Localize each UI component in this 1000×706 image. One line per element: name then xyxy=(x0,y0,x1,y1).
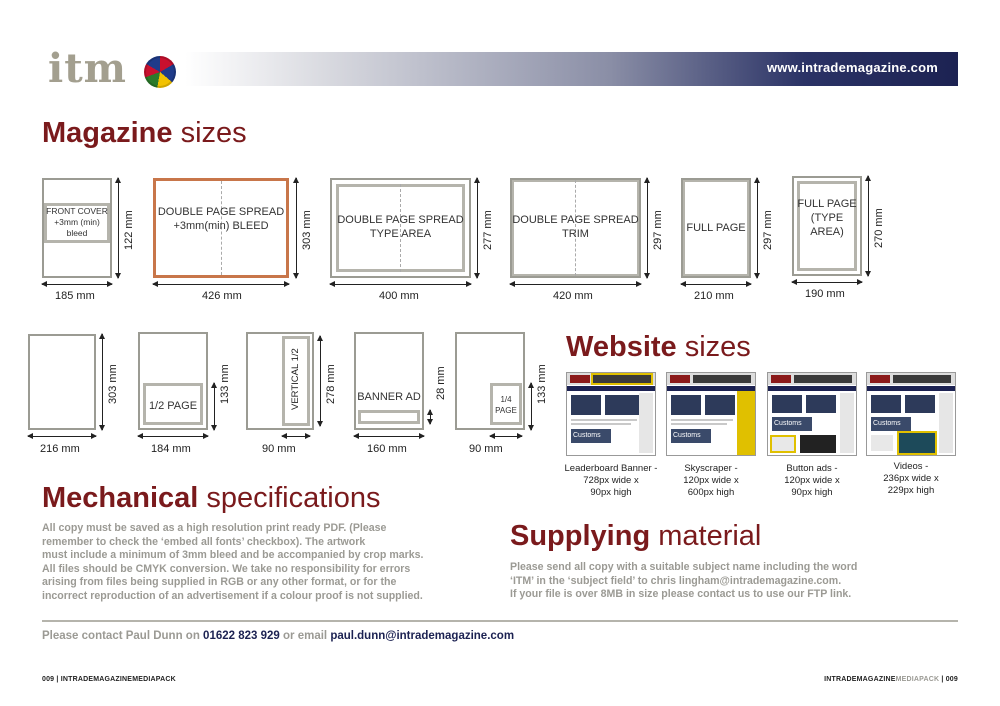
itm-logo: itm xyxy=(48,45,127,92)
full-page-type-box xyxy=(792,176,862,276)
contact-line: Please contact Paul Dunn on 01622 823 92… xyxy=(42,630,515,642)
quarter-page-inner xyxy=(490,383,522,425)
supplying-material-heading: Supplying material xyxy=(510,520,762,552)
page-216-width-arrow xyxy=(27,433,97,439)
page-216-height-arrow xyxy=(99,333,105,431)
dps-type-fold xyxy=(400,184,401,272)
half-page-box xyxy=(138,332,208,430)
full-page-type-width: 190 mm xyxy=(805,288,845,300)
dps-type-height-arrow xyxy=(474,177,480,279)
full-page-type-height: 270 mm xyxy=(873,208,885,248)
banner-ad-height: 28 mm xyxy=(435,366,447,400)
full-page-width: 210 mm xyxy=(694,290,734,302)
footer-left: 009 | INTRADEMAGAZINEMEDIAPACK xyxy=(42,676,176,683)
dps-bleed-height-arrow xyxy=(293,177,299,279)
vertical-half-height-arrow xyxy=(317,335,323,427)
button-ads-thumbnail: Customs xyxy=(767,372,857,456)
supplying-text: Please send all copy with a suitable sub… xyxy=(510,561,858,601)
front-cover-height-arrow xyxy=(115,177,121,279)
mechanical-text: All copy must be saved as a high resolut… xyxy=(42,522,424,602)
vertical-half-width-arrow xyxy=(281,433,311,439)
dps-type-width-arrow xyxy=(329,281,472,287)
front-cover-box xyxy=(42,178,112,278)
videos-thumbnail: Customs xyxy=(866,372,956,456)
vertical-half-label: VERTICAL 1/2 xyxy=(290,348,301,410)
dps-bleed-fold xyxy=(221,181,222,275)
front-cover-inner xyxy=(44,203,110,243)
half-page-width: 184 mm xyxy=(151,443,191,455)
dps-type-height: 277 mm xyxy=(482,210,494,250)
contact-email[interactable]: paul.dunn@intrademagazine.com xyxy=(330,630,515,642)
half-page-width-arrow xyxy=(137,433,209,439)
dps-bleed-width-arrow xyxy=(152,281,290,287)
banner-ad-width: 160 mm xyxy=(367,443,407,455)
skyscraper-thumbnail: Customs xyxy=(666,372,756,456)
quarter-page-width: 90 mm xyxy=(469,443,503,455)
contact-phone: 01622 823 929 xyxy=(203,630,280,642)
dps-trim-height: 297 mm xyxy=(652,210,664,250)
front-cover-label: FRONT COVER+3mm (min)bleed xyxy=(46,206,108,238)
quarter-page-height: 133 mm xyxy=(536,364,548,404)
dps-bleed-height: 303 mm xyxy=(301,210,313,250)
front-cover-height: 122 mm xyxy=(123,210,135,250)
half-page-height-arrow xyxy=(211,382,217,431)
banner-ad-height-arrow xyxy=(427,409,433,425)
full-page-box xyxy=(681,178,751,278)
quarter-page-height-arrow xyxy=(528,382,534,431)
vertical-half-inner xyxy=(282,336,310,426)
page-216-box xyxy=(28,334,96,430)
contact-rule xyxy=(42,620,958,622)
mechanical-specifications-heading: Mechanical specifications xyxy=(42,482,381,514)
half-page-inner xyxy=(143,383,203,425)
header-url: www.intrademagazine.com xyxy=(767,60,938,75)
front-cover-width-arrow xyxy=(41,281,113,287)
banner-ad-box xyxy=(354,332,424,430)
header-bar xyxy=(185,52,958,86)
full-page-height: 297 mm xyxy=(762,210,774,250)
globe-icon xyxy=(144,56,176,88)
dps-bleed-width: 426 mm xyxy=(202,290,242,302)
page-216-width: 216 mm xyxy=(40,443,80,455)
full-page-inner xyxy=(683,180,749,276)
website-sizes-heading: Website sizes xyxy=(566,331,751,363)
dps-trim-width-arrow xyxy=(509,281,642,287)
half-page-height: 133 mm xyxy=(219,364,231,404)
full-page-type-inner xyxy=(797,181,857,271)
full-page-label: FULL PAGE xyxy=(686,222,746,234)
magazine-sizes-heading: Magazine sizes xyxy=(42,117,247,149)
banner-ad-label: BANNER AD xyxy=(357,391,421,403)
half-page-label: 1/2 PAGE xyxy=(148,400,198,412)
banner-ad-inner xyxy=(358,410,420,424)
dps-trim-height-arrow xyxy=(644,177,650,279)
dps-trim-width: 420 mm xyxy=(553,290,593,302)
full-page-type-height-arrow xyxy=(865,175,871,277)
dps-bleed-label: DOUBLE PAGE SPREAD+3mm(min) BLEED xyxy=(157,206,285,232)
full-page-width-arrow xyxy=(680,281,752,287)
banner-ad-width-arrow xyxy=(353,433,425,439)
vertical-half-width: 90 mm xyxy=(262,443,296,455)
vertical-half-height: 278 mm xyxy=(325,364,337,404)
page-216-height: 303 mm xyxy=(107,364,119,404)
vertical-half-box xyxy=(246,332,314,430)
quarter-page-width-arrow xyxy=(489,433,523,439)
leaderboard-thumbnail: Customs xyxy=(566,372,656,456)
full-page-type-width-arrow xyxy=(791,279,863,285)
dps-trim-fold xyxy=(575,180,576,276)
footer-right: INTRADEMAGAZINEMEDIAPACK | 009 xyxy=(824,676,958,683)
full-page-height-arrow xyxy=(754,177,760,279)
dps-type-width: 400 mm xyxy=(379,290,419,302)
front-cover-width: 185 mm xyxy=(55,290,95,302)
